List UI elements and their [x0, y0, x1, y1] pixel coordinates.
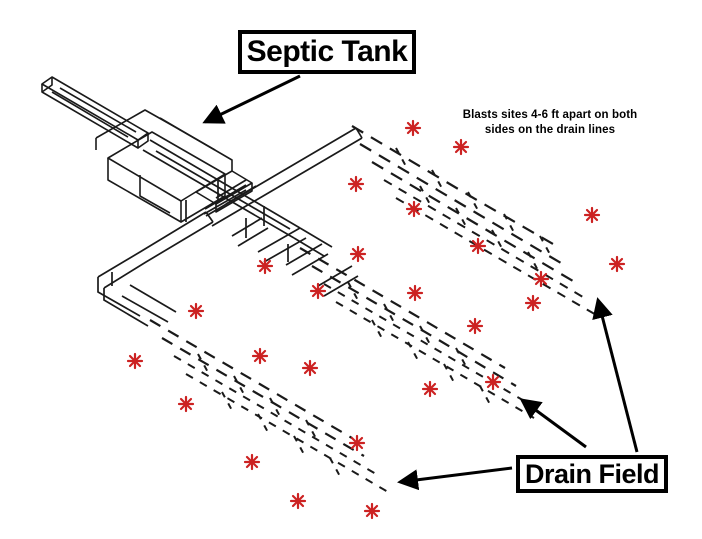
- blast-site-star: [583, 206, 601, 224]
- drain-line: [351, 125, 561, 249]
- blast-spacing-note-line1: Blasts sites 4-6 ft apart on both: [462, 109, 638, 121]
- arrow-group: [202, 74, 639, 491]
- drain-line: [311, 265, 517, 387]
- blast-site-star: [469, 237, 487, 255]
- blast-site-star: [301, 359, 319, 377]
- septic-tank-label-text: Septic Tank: [246, 35, 408, 68]
- septic-tank-label: Septic Tank: [238, 30, 416, 74]
- blast-site-star: [251, 347, 269, 365]
- solid-pipe: [97, 127, 363, 327]
- blast-site-star: [466, 317, 484, 335]
- blast-site-star: [187, 302, 205, 320]
- blast-site-star: [243, 453, 261, 471]
- blast-site-star: [421, 380, 439, 398]
- drain-field-arrow-left: [397, 466, 513, 491]
- blast-site-star: [405, 200, 423, 218]
- drain-line: [395, 197, 599, 317]
- blast-site-star: [524, 294, 542, 312]
- drain-line: [383, 179, 589, 301]
- blast-site-star: [126, 352, 144, 370]
- drain-line: [161, 337, 365, 457]
- blast-site-star: [348, 434, 366, 452]
- drain-line: [335, 301, 535, 419]
- drain-line: [185, 373, 389, 493]
- drain-field-label: Drain Field: [516, 455, 668, 493]
- drain-field-arrow-mid: [519, 398, 587, 449]
- blast-site-star: [532, 270, 550, 288]
- drain-field-arrow-up: [592, 297, 639, 453]
- drain-line: [371, 161, 579, 285]
- blast-site-star: [363, 502, 381, 520]
- blast-site-star: [484, 373, 502, 391]
- septic-tank-box: [41, 76, 253, 223]
- drain-field-label-text: Drain Field: [524, 458, 660, 489]
- blast-site-star: [452, 138, 470, 156]
- blast-site-star: [406, 284, 424, 302]
- blast-site-star: [177, 395, 195, 413]
- blast-spacing-note-line2: sides on the drain lines: [484, 124, 616, 136]
- blast-site-star: [347, 175, 365, 193]
- blast-site-star: [256, 257, 274, 275]
- drain-line: [359, 143, 567, 267]
- drain-line: [173, 355, 377, 475]
- drain-line-group: [149, 125, 599, 493]
- blast-site-star: [309, 282, 327, 300]
- blast-site-star: [289, 492, 307, 510]
- blast-site-star: [404, 119, 422, 137]
- drain-line: [299, 247, 506, 369]
- septic-tank-arrow: [202, 74, 301, 124]
- drain-line: [149, 319, 353, 439]
- blast-site-star: [349, 245, 367, 263]
- blast-spacing-note: Blasts sites 4-6 ft apart on both sides …: [440, 108, 660, 138]
- blast-site-star: [608, 255, 626, 273]
